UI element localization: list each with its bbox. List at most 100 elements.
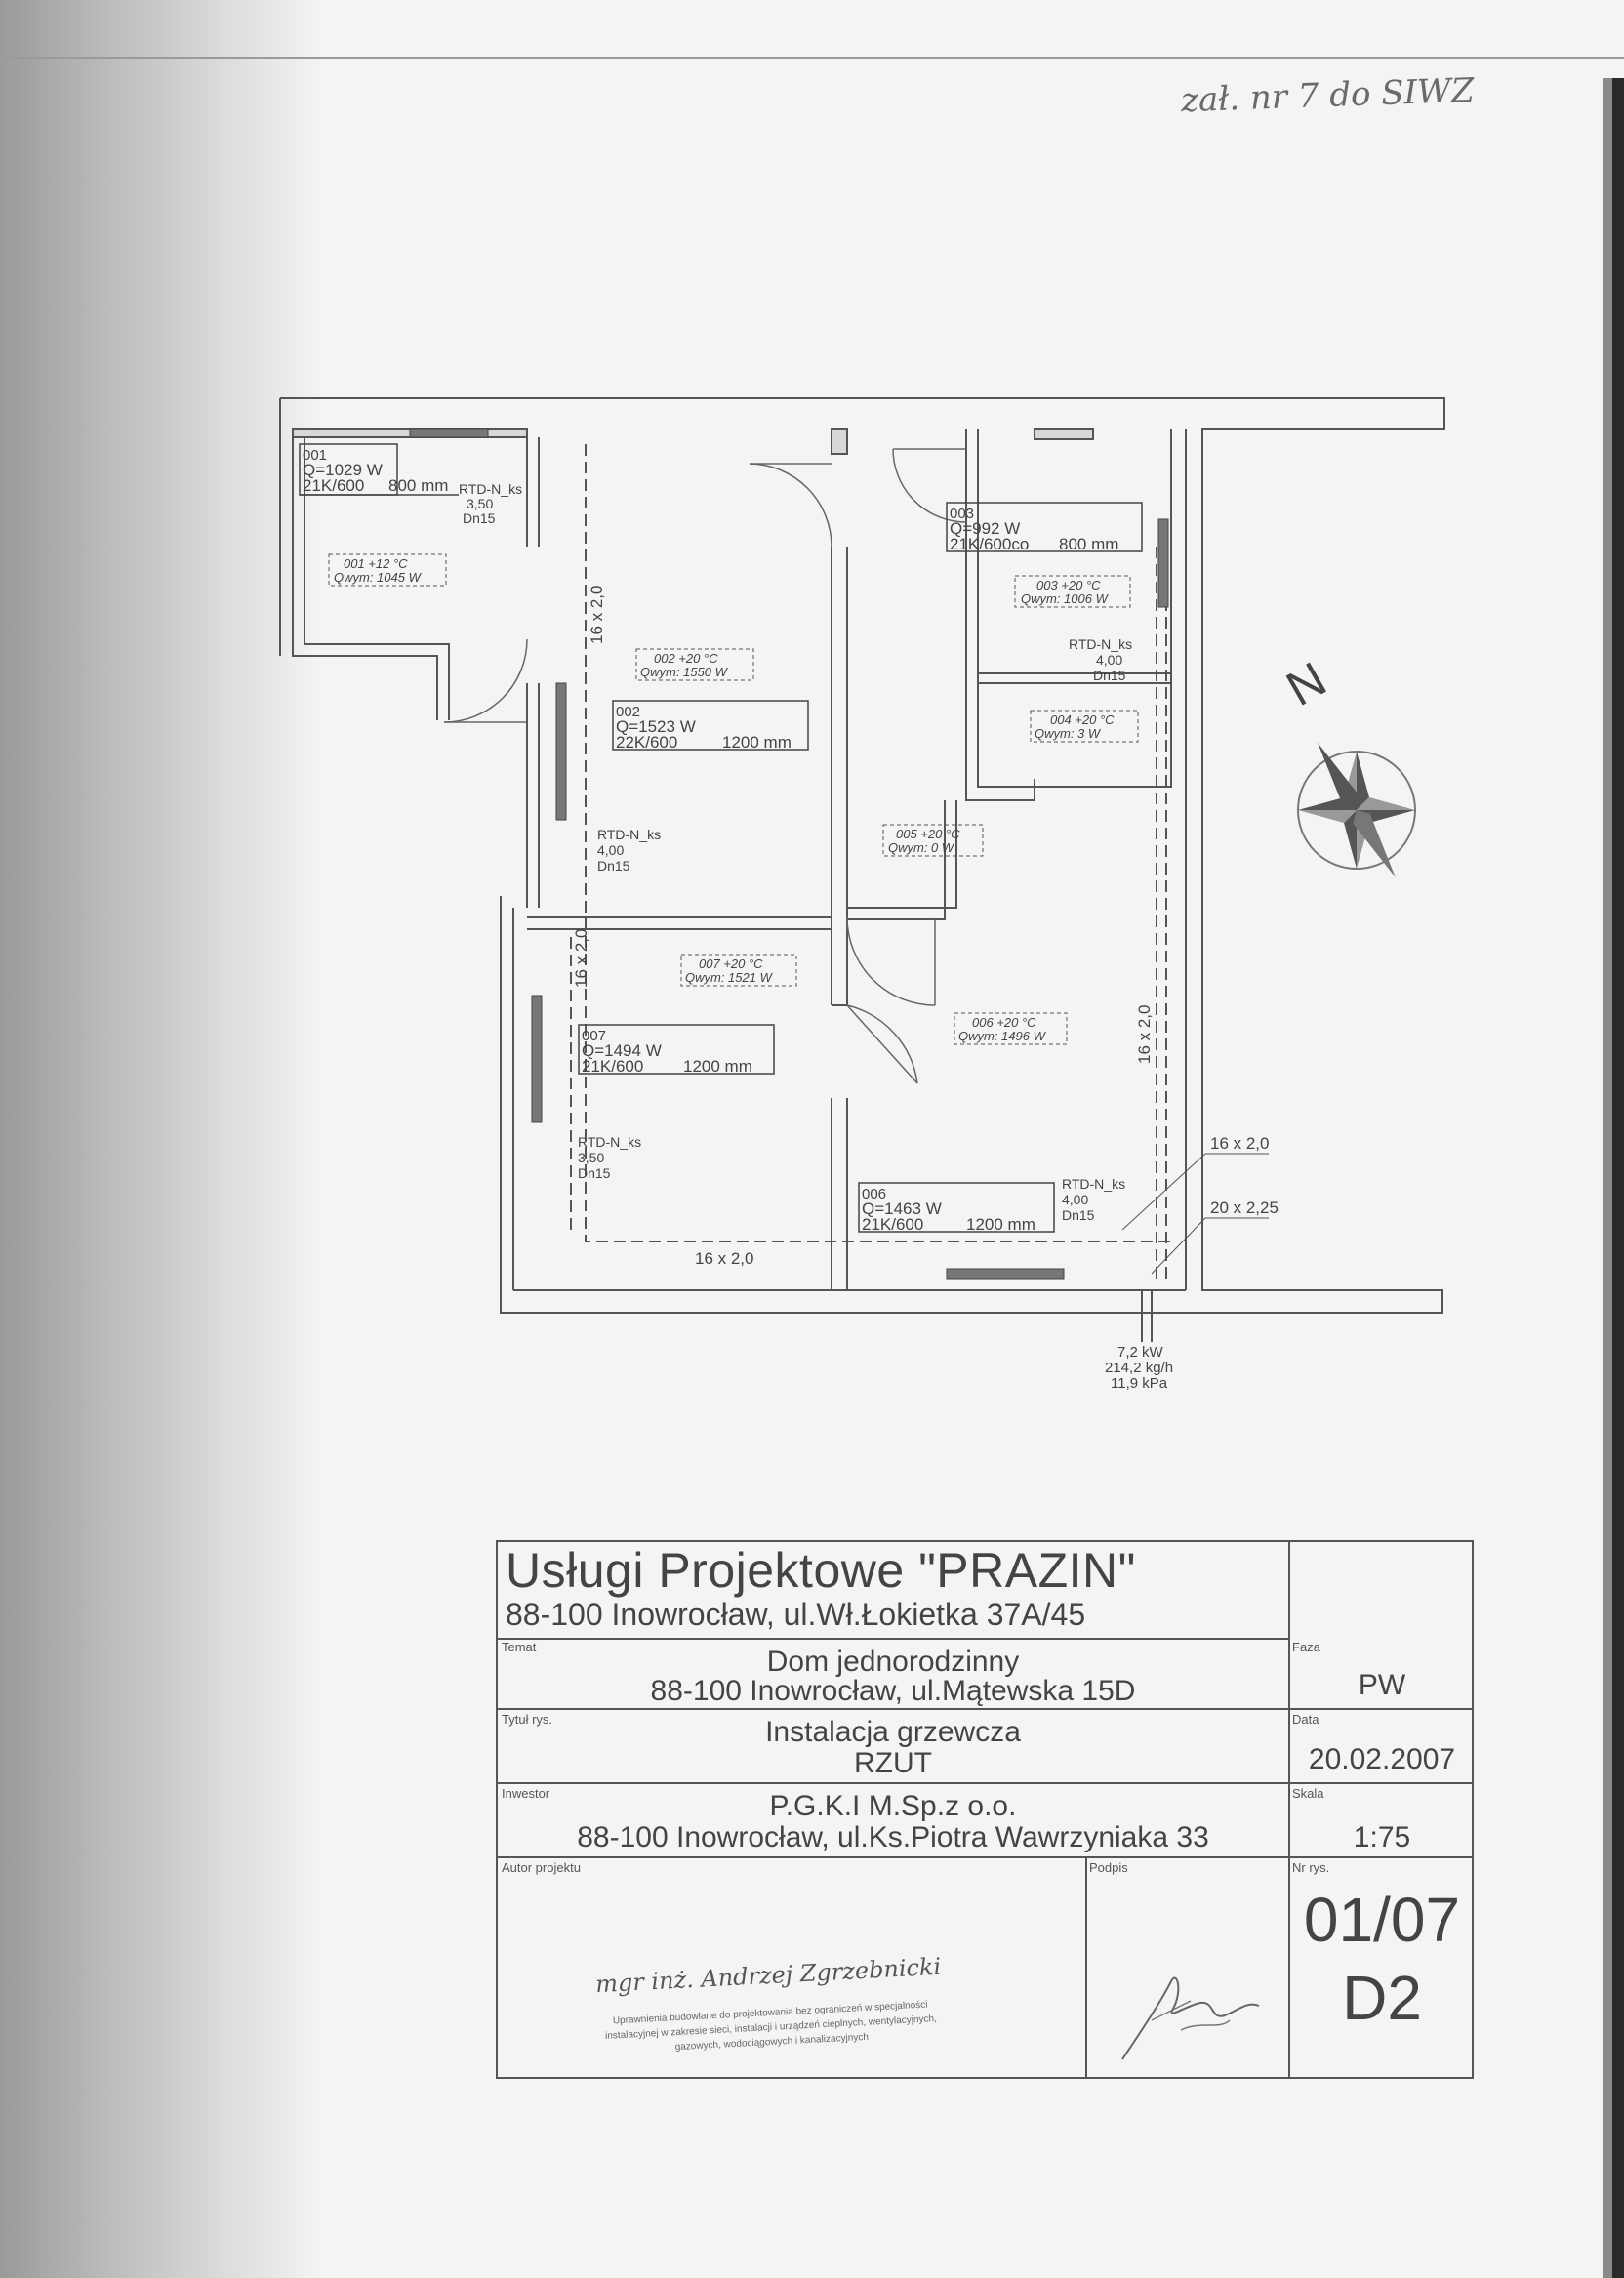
label-nr: Nr rys.: [1292, 1860, 1330, 1875]
compass-rose: N: [1278, 651, 1416, 878]
room-002-temp: 002 +20 °C: [654, 651, 718, 666]
svg-text:007: 007: [582, 1028, 606, 1044]
firm-address: 88-100 Inowrocław, ul.Wł.Łokietka 37A/45: [506, 1597, 1086, 1632]
supply-pressure: 11,9 kPa: [1111, 1375, 1168, 1392]
room-003-temp: 003 +20 °C: [1036, 578, 1101, 592]
compass-north-label: N: [1278, 651, 1335, 716]
radiator-001: [409, 428, 489, 438]
svg-text:Dn15: Dn15: [1093, 668, 1126, 683]
temat-line-1: Dom jednorodzinny: [766, 1646, 1020, 1678]
inwestor-line-2: 88-100 Inowrocław, ul.Ks.Piotra Wawrzyni…: [577, 1821, 1209, 1853]
radiator-label-003: 003 Q=992 W 21K/600co 800 mm: [946, 502, 1143, 553]
pipe-label-bottom: 16 x 2,0: [695, 1249, 754, 1268]
firm-name: Usługi Projektowe "PRAZIN": [506, 1543, 1136, 1598]
svg-text:800 mm: 800 mm: [388, 476, 448, 495]
room-004-qwym: Qwym: 3 W: [1035, 726, 1102, 741]
room-002-label: 002 +20 °C Qwym: 1550 W: [635, 648, 754, 681]
pipe-label-right-2: 20 x 2,25: [1210, 1199, 1279, 1217]
svg-text:RTD-N_ks: RTD-N_ks: [578, 1134, 641, 1150]
svg-text:Dn15: Dn15: [1062, 1207, 1095, 1223]
svg-text:3,50: 3,50: [467, 496, 493, 511]
radiator-006: [946, 1268, 1065, 1280]
label-autor: Autor projektu: [502, 1860, 581, 1875]
radiator-label-007: 007 Q=1494 W 21K/600 1200 mm: [578, 1024, 775, 1076]
svg-text:4,00: 4,00: [1062, 1192, 1088, 1207]
drawing-code: D2: [1342, 1963, 1422, 2033]
author-stamp-name: mgr inż. Andrzej Zgrzebnicki: [594, 1952, 942, 1999]
radiator-labels: 001 Q=1029 W 21K/600 800 mm 002 Q=1523 W…: [299, 443, 1143, 1234]
author-stamp-text: Uprawnienia budowlane do projektowania b…: [604, 1999, 938, 2054]
pipe-label-vertical-3: 16 x 2,0: [1135, 1005, 1154, 1065]
label-temat: Temat: [502, 1640, 537, 1654]
svg-text:Dn15: Dn15: [578, 1165, 611, 1181]
radiator-label-002: 002 Q=1523 W 22K/600 1200 mm: [612, 700, 809, 752]
door-swings: [443, 448, 967, 1084]
svg-text:22K/600: 22K/600: [616, 733, 677, 752]
radiator-002: [555, 682, 567, 821]
radiator-007: [531, 995, 543, 1123]
svg-text:RTD-N_ks: RTD-N_ks: [1062, 1176, 1125, 1192]
pipe-label-right-1: 16 x 2,0: [1210, 1134, 1270, 1153]
svg-text:Q=992 W: Q=992 W: [950, 519, 1020, 538]
svg-text:Dn15: Dn15: [463, 510, 496, 526]
svg-text:002: 002: [616, 704, 640, 720]
data-value: 20.02.2007: [1308, 1743, 1456, 1775]
tytul-line-2: RZUT: [854, 1747, 932, 1779]
supply-flow: 214,2 kg/h: [1105, 1360, 1173, 1376]
faza-value: PW: [1358, 1669, 1406, 1701]
svg-text:Q=1523 W: Q=1523 W: [616, 717, 696, 736]
label-tytul: Tytuł rys.: [502, 1712, 553, 1727]
svg-text:1200 mm: 1200 mm: [683, 1057, 752, 1076]
svg-text:21K/600co: 21K/600co: [950, 535, 1029, 553]
scan-right-edge: [1612, 78, 1624, 2278]
room-007-temp: 007 +20 °C: [699, 956, 763, 971]
room-004-temp: 004 +20 °C: [1050, 712, 1115, 727]
label-skala: Skala: [1292, 1786, 1324, 1801]
room-005-label: 005 +20 °C Qwym: 0 W: [882, 824, 984, 857]
svg-text:Q=1463 W: Q=1463 W: [862, 1200, 942, 1218]
label-data: Data: [1292, 1712, 1320, 1727]
label-faza: Faza: [1292, 1640, 1320, 1654]
supply-power: 7,2 kW: [1117, 1344, 1164, 1361]
drawing-number: 01/07: [1303, 1885, 1461, 1955]
skala-value: 1:75: [1353, 1821, 1411, 1853]
svg-text:1200 mm: 1200 mm: [966, 1215, 1035, 1234]
supply-connection: 7,2 kW 214,2 kg/h 11,9 kPa: [1105, 1290, 1173, 1392]
room-002-qwym: Qwym: 1550 W: [640, 665, 729, 679]
radiator-label-006: 006 Q=1463 W 21K/600 1200 mm: [858, 1182, 1055, 1234]
svg-text:800 mm: 800 mm: [1059, 535, 1118, 553]
room-001-label: 001 +12 °C Qwym: 1045 W: [328, 553, 447, 587]
svg-text:1200 mm: 1200 mm: [722, 733, 792, 752]
room-005-temp: 005 +20 °C: [896, 827, 960, 841]
svg-text:Q=1494 W: Q=1494 W: [582, 1041, 662, 1060]
svg-text:21K/600: 21K/600: [582, 1057, 643, 1076]
title-block: Usługi Projektowe "PRAZIN" 88-100 Inowro…: [496, 1540, 1474, 2079]
inwestor-line-1: P.G.K.I M.Sp.z o.o.: [769, 1790, 1017, 1822]
pipe-label-vertical-2: 16 x 2,0: [572, 929, 590, 989]
room-005-qwym: Qwym: 0 W: [888, 840, 955, 855]
radiator-label-001: 001 Q=1029 W 21K/600 800 mm: [299, 443, 459, 496]
label-podpis: Podpis: [1089, 1860, 1128, 1875]
floor-plan: 001 +12 °C Qwym: 1045 W 002 +20 °C Qwym:…: [279, 397, 1445, 1392]
svg-text:006: 006: [862, 1186, 886, 1202]
signature: [1121, 1976, 1260, 2060]
svg-text:4,00: 4,00: [1096, 652, 1122, 668]
svg-text:003: 003: [950, 506, 974, 522]
scan-top-edge: [0, 57, 1624, 59]
svg-text:001: 001: [303, 447, 327, 464]
svg-text:3,50: 3,50: [578, 1150, 604, 1165]
room-006-label: 006 +20 °C Qwym: 1496 W: [954, 1012, 1068, 1045]
room-006-qwym: Qwym: 1496 W: [958, 1029, 1047, 1043]
room-007-qwym: Qwym: 1521 W: [685, 970, 774, 985]
pipe-runs: [570, 444, 1171, 1279]
svg-text:RTD-N_ks: RTD-N_ks: [1069, 636, 1132, 652]
radiator-003: [1157, 518, 1169, 608]
walls: [279, 397, 1445, 1314]
temat-line-2: 88-100 Inowrocław, ul.Mątewska 15D: [650, 1675, 1136, 1707]
svg-text:4,00: 4,00: [597, 842, 624, 858]
